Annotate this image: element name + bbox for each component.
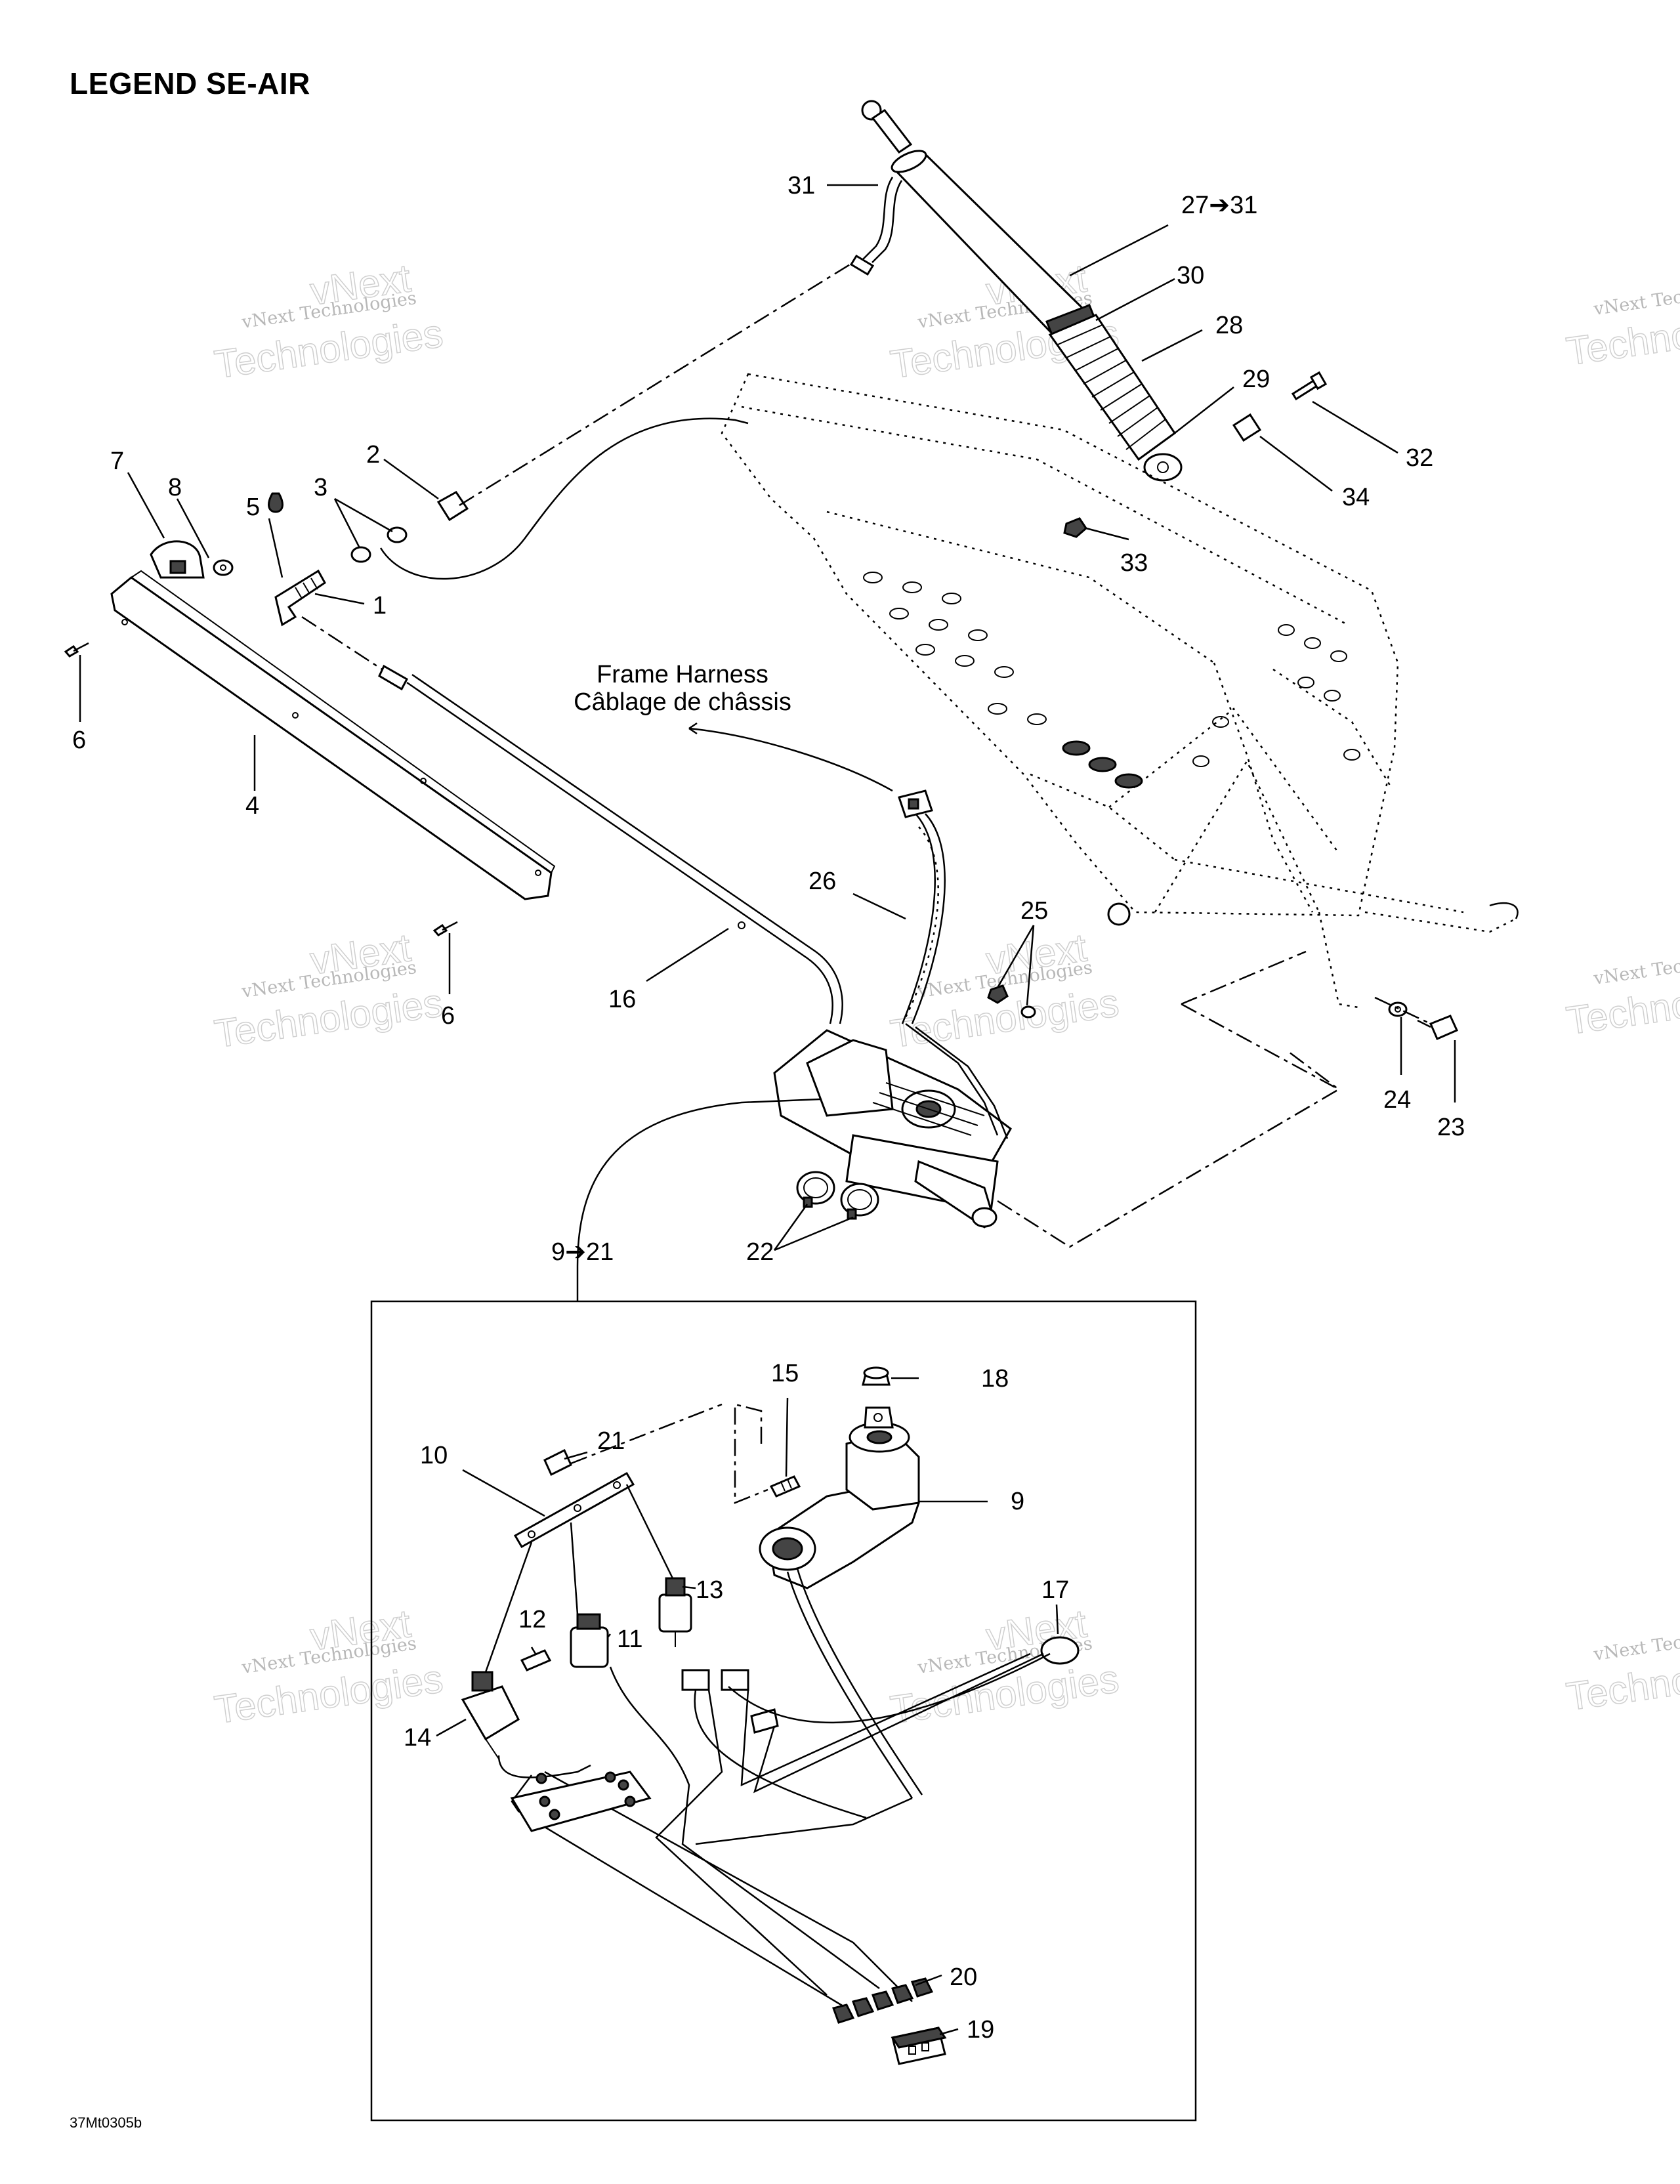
side-rail-4 <box>110 540 556 900</box>
callout-23: 23 <box>1437 1114 1465 1141</box>
callout-21: 21 <box>597 1427 625 1455</box>
washer-24 <box>1388 1001 1408 1017</box>
callout-19: 19 <box>967 2016 994 2044</box>
callout-9-21: 9➔21 <box>551 1238 614 1266</box>
callout-29: 29 <box>1242 366 1270 393</box>
callout-15: 15 <box>771 1360 799 1387</box>
watermarks: Technologies vNext vNext Technologies Te… <box>211 255 1680 1732</box>
watermark-3: Technologies vNext Technologies <box>1563 275 1680 374</box>
callout-6-left: 6 <box>72 726 86 754</box>
manifold-10 <box>513 1471 635 1549</box>
running-board-holes <box>863 572 1360 789</box>
compressor-9-detail <box>759 1406 923 1799</box>
air-line-16 <box>301 616 843 1024</box>
harness-leader <box>688 727 893 792</box>
callout-13: 13 <box>696 1576 723 1604</box>
callout-32: 32 <box>1406 444 1433 472</box>
callout-3: 3 <box>314 474 327 501</box>
screws-6 <box>64 642 458 936</box>
o-rings-3 <box>350 526 408 563</box>
chassis-frame <box>721 373 1519 1009</box>
wire-harness-detail <box>497 1652 1051 2009</box>
elbow-fitting-1 <box>274 569 326 627</box>
callout-12: 12 <box>518 1606 546 1633</box>
fitting-21 <box>543 1448 572 1477</box>
sensor-11 <box>570 1613 609 1668</box>
watermark-1: Technologies vNext vNext Technologies <box>211 255 446 387</box>
frame-harness-26 <box>898 789 1009 1139</box>
watermark-6: Technologies vNext Technologies <box>1563 944 1680 1043</box>
callout-33: 33 <box>1120 549 1148 577</box>
callout-8: 8 <box>168 474 182 501</box>
callout-31: 31 <box>788 172 815 200</box>
callout-30: 30 <box>1177 262 1204 289</box>
callout-5: 5 <box>246 494 260 521</box>
air-line-shock <box>379 417 749 580</box>
watermark-4: Technologies vNext vNext Technologies <box>211 925 446 1057</box>
svg-text:vNext Technologies: vNext Technologies <box>1592 1620 1680 1665</box>
dashed-route-compressor <box>997 1049 1341 1248</box>
callout-18: 18 <box>981 1365 1009 1393</box>
shock-nut-33 <box>1063 517 1087 538</box>
svg-text:vNext Technologies: vNext Technologies <box>1592 944 1680 989</box>
callout-28: 28 <box>1215 312 1243 339</box>
callout-14: 14 <box>404 1724 431 1752</box>
callout-10: 10 <box>420 1442 448 1469</box>
bolt-23 <box>1417 1015 1458 1040</box>
callout-2: 2 <box>366 441 380 469</box>
callout-4: 4 <box>245 792 259 820</box>
ground-plate <box>510 1771 652 1832</box>
svg-text:vNext Technologies: vNext Technologies <box>1592 275 1680 320</box>
watermark-7: Technologies vNext vNext Technologies <box>211 1601 446 1732</box>
watermark-9: Technologies vNext Technologies <box>1563 1620 1680 1719</box>
terminals-20 <box>832 1977 934 2024</box>
callout-17: 17 <box>1041 1576 1069 1604</box>
callout-20: 20 <box>950 1964 977 1991</box>
dashed-route-shock <box>459 261 854 507</box>
callout-9: 9 <box>1011 1488 1024 1515</box>
fitting-nut-2 <box>436 491 469 522</box>
callout-22: 22 <box>746 1238 774 1266</box>
watermark-8: Technologies vNext vNext Technologies <box>887 1601 1122 1732</box>
rear-shock-absorber <box>849 100 1183 482</box>
glue-drop-5 <box>268 492 284 513</box>
diagram-title: LEGEND SE-AIR <box>70 66 310 100</box>
callout-labels: 1 2 3 4 5 6 6 7 8 9 10 11 12 13 14 15 16… <box>72 172 1465 2044</box>
callout-7: 7 <box>110 448 124 475</box>
callout-25: 25 <box>1020 897 1048 925</box>
nuts-25 <box>987 984 1036 1018</box>
shock-bolt-32 <box>1291 371 1328 401</box>
callout-34: 34 <box>1342 484 1370 511</box>
callout-24: 24 <box>1383 1086 1411 1114</box>
compressor-assembly <box>773 1029 1012 1228</box>
connector-housing-19 <box>891 2026 947 2065</box>
svg-text:Frame Harness: Frame Harness <box>597 661 768 688</box>
leader-lines <box>79 184 1456 2036</box>
washer-8 <box>213 559 234 576</box>
fitting-15 <box>769 1475 801 1498</box>
callout-27-31: 27➔31 <box>1181 192 1257 219</box>
callout-26: 26 <box>808 868 836 895</box>
document-id: 37Mt0305b <box>70 2114 142 2131</box>
detail-box <box>370 1300 1197 2122</box>
frame-harness-label: Frame Harness Câblage de châssis <box>574 661 791 716</box>
pressure-switch-13 <box>658 1577 692 1647</box>
callout-11: 11 <box>617 1626 642 1653</box>
callout-6-lower: 6 <box>441 1002 455 1030</box>
connectors-detail <box>681 1636 1080 1734</box>
callout-16: 16 <box>608 986 636 1013</box>
svg-text:Câblage de châssis: Câblage de châssis <box>574 688 791 716</box>
clamps-22 <box>796 1171 879 1220</box>
detail-leader <box>576 1098 821 1267</box>
valve-14 <box>461 1671 520 1759</box>
cap-18 <box>862 1366 891 1386</box>
callout-1: 1 <box>373 592 387 620</box>
fitting-12 <box>520 1649 552 1671</box>
shock-spacer-34 <box>1232 413 1262 442</box>
shock-bellows <box>1048 314 1177 461</box>
